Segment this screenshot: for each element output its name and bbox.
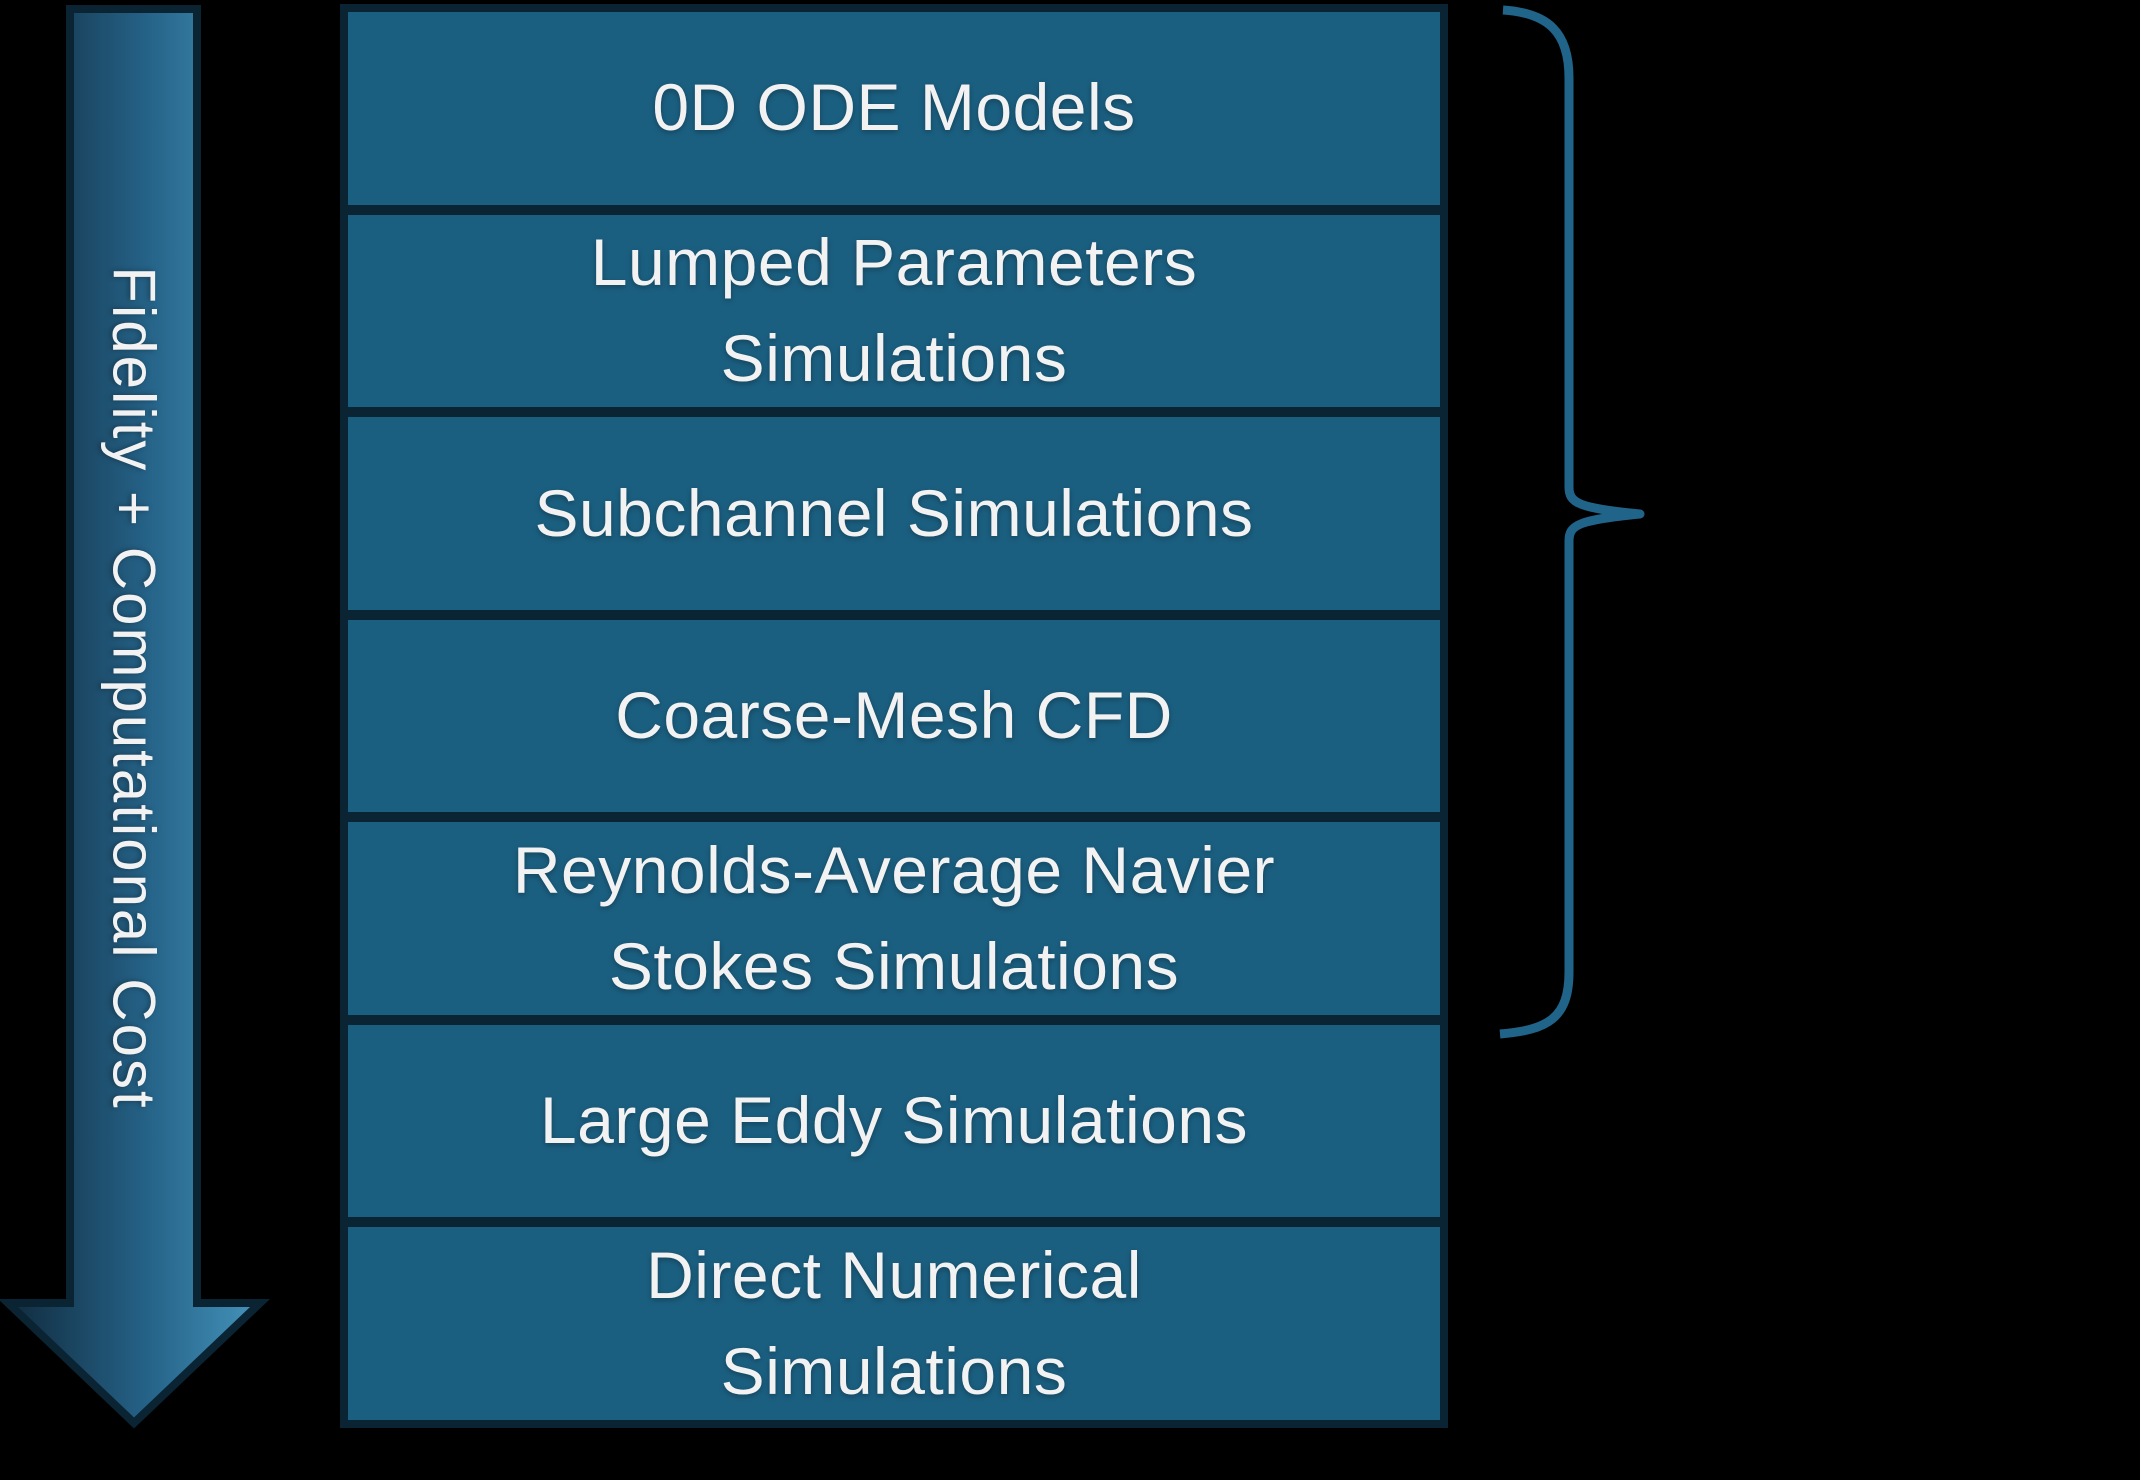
stack-box: Reynolds-Average Navier Stokes Simulatio… [348, 822, 1440, 1015]
stack-box: Large Eddy Simulations [348, 1024, 1440, 1218]
down-arrow-icon [0, 5, 270, 1429]
stack-box: Subchannel Simulations [348, 417, 1440, 610]
fidelity-cost-arrow: Fidelity + Computational Cost [0, 0, 280, 1450]
arrow-label: Fidelity + Computational Cost [100, 266, 168, 1110]
stack-box: Direct Numerical Simulations [348, 1227, 1440, 1421]
down-arrow-shape [0, 5, 270, 1429]
curly-brace-path [1499, 5, 1645, 1039]
stack-box: Coarse-Mesh CFD [348, 619, 1440, 813]
stack-box: Lumped Parameters Simulations [348, 214, 1440, 408]
stack-box: 0D ODE Models [348, 12, 1440, 205]
